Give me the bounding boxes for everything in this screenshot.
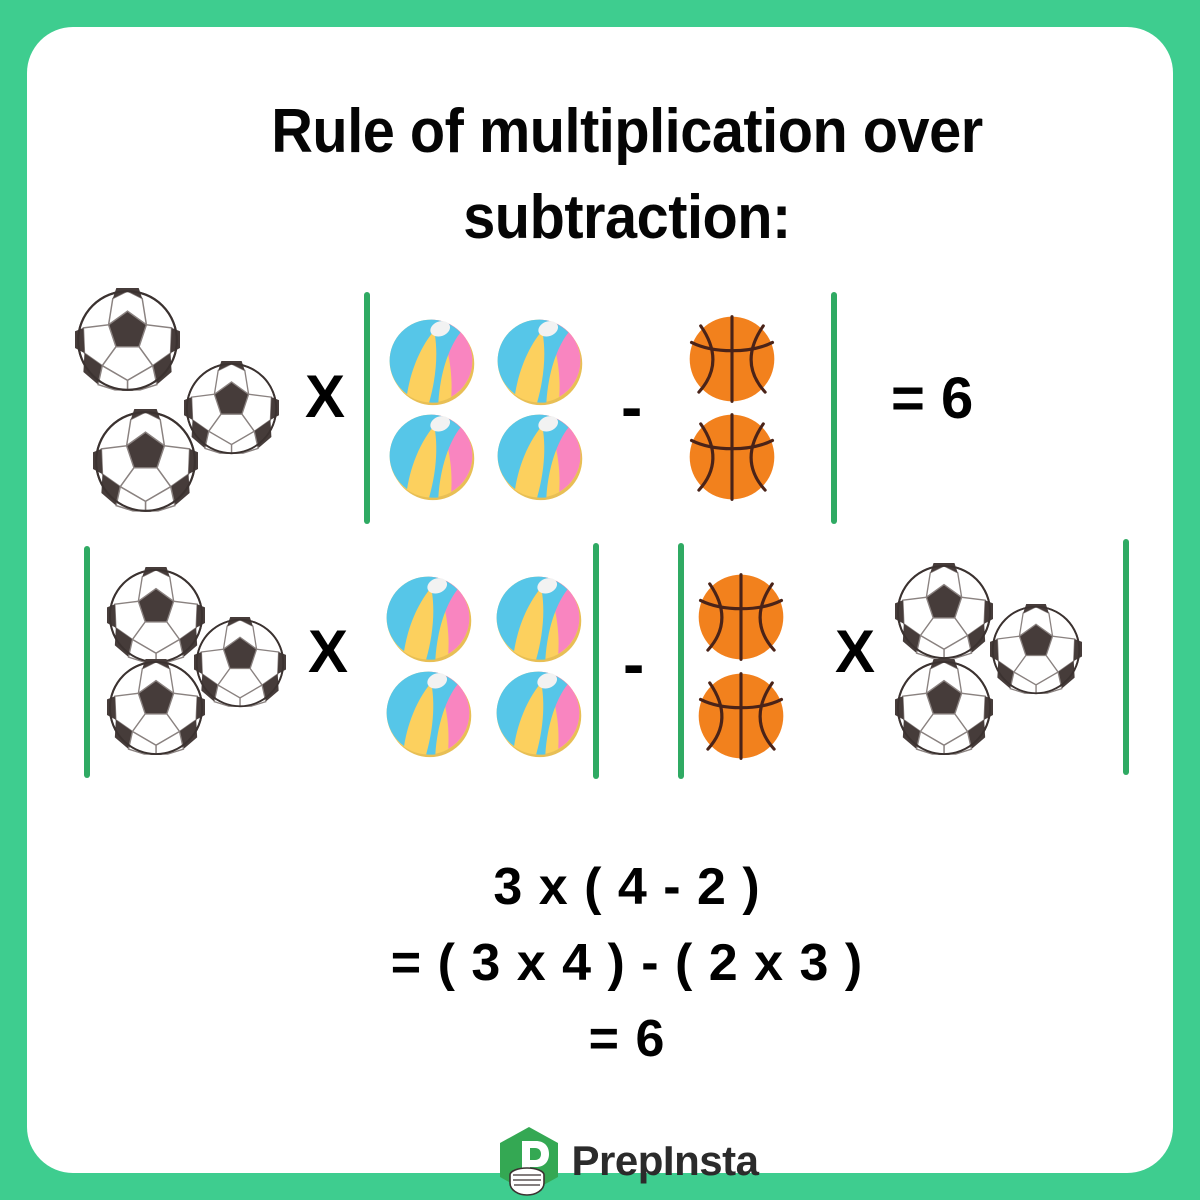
prepinsta-hexagon-icon <box>499 1127 558 1196</box>
row2-minus-operator: - <box>623 628 645 700</box>
row2-outer-open-bar <box>84 546 90 778</box>
basketball <box>686 411 778 503</box>
basketball <box>686 313 778 405</box>
row2-outer-close-bar <box>1123 539 1129 775</box>
row2-multiply-operator-right: X <box>835 618 876 685</box>
row1-multiply-operator: X <box>305 363 346 430</box>
row2-second-group-open-bar <box>678 543 684 779</box>
beach-ball <box>493 315 585 407</box>
soccer-ball <box>194 617 286 709</box>
soccer-ball <box>107 567 205 665</box>
row1-minus-operator: - <box>621 371 643 443</box>
row1-group-close-bar <box>831 292 837 524</box>
soccer-ball <box>184 361 279 456</box>
soccer-ball <box>895 563 993 661</box>
equation-line-2: = ( 3 x 4 ) - ( 2 x 3 ) <box>390 934 864 992</box>
equation-line-1: 3 x ( 4 - 2 ) <box>493 858 761 916</box>
beach-ball <box>492 667 584 759</box>
row2-multiply-operator-left: X <box>308 618 349 685</box>
beach-ball <box>385 410 477 502</box>
soccer-ball <box>75 288 180 393</box>
row1-group-open-bar <box>364 292 370 524</box>
prepinsta-logo[interactable]: PrepInsta <box>27 1125 1200 1197</box>
beach-ball <box>385 315 477 407</box>
beach-ball <box>493 410 585 502</box>
basketball <box>695 571 787 663</box>
white-card: Rule of multiplication over subtraction: <box>27 27 1173 1196</box>
equation-line-3: = 6 <box>588 1010 666 1068</box>
prepinsta-wordmark: PrepInsta <box>571 1137 759 1184</box>
page-title: Rule of multiplication over subtraction: <box>271 97 983 252</box>
soccer-ball <box>93 409 198 514</box>
basketball <box>695 670 787 762</box>
face-mask-icon <box>508 1167 545 1196</box>
soccer-ball <box>107 659 205 757</box>
beach-ball <box>492 572 584 664</box>
row1-result: = 6 <box>891 366 974 431</box>
soccer-ball <box>895 659 993 757</box>
beach-ball <box>382 572 474 664</box>
row2-first-group-close-bar <box>593 543 599 779</box>
beach-ball <box>382 667 474 759</box>
equation-block: 3 x ( 4 - 2 ) = ( 3 x 4 ) - ( 2 x 3 ) = … <box>127 849 1127 1077</box>
soccer-ball <box>990 604 1082 696</box>
